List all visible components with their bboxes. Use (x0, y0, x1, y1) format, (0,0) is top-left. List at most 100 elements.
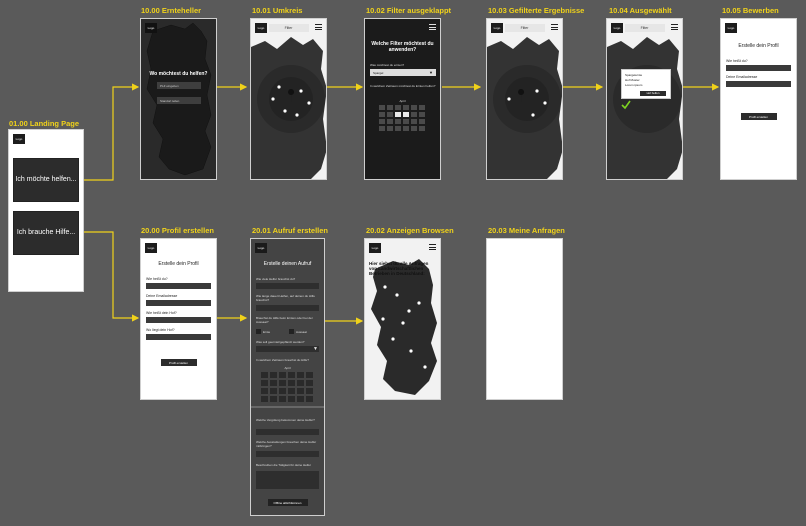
sowing-checkbox[interactable] (289, 329, 294, 334)
frame-title-gefiltert: 10.03 Gefilterte Ergebnisse (488, 6, 585, 15)
logo: Logo (491, 23, 503, 33)
payment-label: Welche Vergütung bekommen deine Helfer? (256, 418, 315, 422)
profile-heading: Erstelle dein Profil (158, 261, 199, 267)
payment-input[interactable] (256, 429, 319, 435)
filter-button[interactable]: Filter (504, 24, 545, 32)
share-location-button[interactable]: Standort teilen (157, 97, 201, 104)
crop-select[interactable] (256, 346, 319, 352)
popup-help-button[interactable]: Hof helfen (640, 91, 666, 96)
logo: Logo (13, 134, 25, 144)
dropdown-icon[interactable]: ▼ (313, 346, 318, 352)
menu-icon[interactable] (671, 24, 678, 30)
publish-call-button[interactable]: Offline ablichtkönnen (267, 499, 308, 506)
name-input[interactable] (146, 283, 211, 289)
frame-anzeigen: Logo Hier siehst du alle Anfragen von La… (364, 238, 441, 400)
frame-title-ausgewaehlt: 10.04 Ausgewählt (609, 6, 672, 15)
create-profile-button[interactable]: Profil erstellen (740, 113, 777, 120)
frame-landing-page: Logo Ich möchte helfen... Ich brauche Hi… (8, 129, 84, 292)
helpers-count-input[interactable] (256, 283, 319, 289)
frame-title-aufruf: 20.01 Aufruf erstellen (252, 226, 328, 235)
checkmark-icon (621, 100, 631, 110)
harvest-option-label: Ernte (263, 330, 271, 334)
harvest-label: Was möchtest du ernten? (370, 63, 405, 67)
map-filtered (487, 37, 562, 179)
farm-popup: Spargelernte Hof Muster Lorem ipsum Hof … (621, 69, 671, 99)
dropdown-icon[interactable]: ▼ (429, 70, 433, 75)
popup-line-2: Hof Muster (625, 78, 640, 82)
popup-line-3: Lorem ipsum (625, 83, 643, 87)
duration-label: Wie lange dauert Helfen, auf deinen du H… (256, 294, 315, 302)
menu-icon[interactable] (315, 24, 322, 30)
description-label: Beschreiben die Tätigkeit für deine Helf… (256, 463, 311, 467)
email-label: Deine Emailadresse (146, 294, 178, 298)
logo: Logo (145, 243, 157, 253)
map-selected (607, 37, 682, 179)
logo: Logo (369, 243, 381, 253)
period-label: In welchem Zeitraum brauchst du Hilfe? (256, 358, 309, 362)
zip-input[interactable]: PLZ eingeben (157, 82, 201, 89)
name-input[interactable] (726, 65, 791, 71)
farm-name-input[interactable] (146, 317, 211, 323)
frame-bewerben: Logo Erstelle dein Profil Wie heißt du? … (720, 18, 797, 180)
filter-button[interactable]: Filter (624, 24, 665, 32)
menu-icon[interactable] (429, 244, 436, 250)
name-label: Wie heißt du? (726, 59, 748, 63)
farm-name-label: Wie heißt dein Hof? (146, 311, 177, 315)
harvest-checkbox[interactable] (256, 329, 261, 334)
menu-icon[interactable] (429, 24, 436, 30)
logo: Logo (725, 23, 737, 33)
frame-title-filter: 10.02 Filter ausgeklappt (366, 6, 452, 15)
browse-heading: Hier siehst du alle Anfragen von Landwir… (369, 261, 429, 277)
helpers-count-label: Wie viele Helfer brauchst du? (256, 277, 296, 281)
period-label: In welchem Zeitraum möchtest du Ernten h… (370, 84, 436, 88)
arrow-landing-to-profil (84, 231, 140, 322)
logo: Logo (611, 23, 623, 33)
frame-title-umkreis: 10.01 Umkreis (252, 6, 303, 15)
farm-location-label: Wo liegt dein Hof? (146, 328, 175, 332)
logo: Logo (255, 23, 267, 33)
frame-title-bewerben: 10.05 Bewerben (722, 6, 779, 15)
filter-heading: Welche Filter möchtest du anwenden? (371, 41, 434, 54)
frame-title-landing: 01.00 Landing Page (9, 119, 80, 128)
popup-line-1: Spargelernte (625, 73, 643, 77)
germany-map (371, 259, 437, 395)
location-pin-icon (288, 89, 295, 103)
frame-title-erntehelfer: 10.00 Ernteheller (141, 6, 202, 15)
duration-input[interactable] (256, 305, 319, 311)
type-label: Brauchst du Hilfe beim Ernten oder bei d… (256, 316, 313, 324)
frame-umkreis: Logo Filter (250, 18, 327, 180)
frame-erntehelfer: Logo Wo möchtest du helfen? PLZ eingeben… (140, 18, 217, 180)
email-input[interactable] (146, 300, 211, 306)
harvest-select[interactable]: Spargel (370, 69, 436, 76)
frame-title-anzeigen: 20.02 Anzeigen Browsen (366, 226, 454, 235)
crop-label: Was soll geerntet/gepflanzt werden? (256, 340, 305, 344)
sowing-option-label: Aussaat (296, 330, 307, 334)
frame-filter: Welche Filter möchtest du anwenden? Was … (364, 18, 441, 180)
calendar-grid[interactable] (365, 19, 441, 180)
description-input[interactable] (256, 471, 319, 489)
calendar-month: April (284, 366, 291, 370)
frame-title-anfragen: 20.03 Meine Anfragen (488, 226, 565, 235)
menu-icon[interactable] (551, 24, 558, 30)
help-button[interactable]: Ich möchte helfen... (13, 158, 79, 202)
frame-profil: Logo Erstelle dein Profil Wie heißt du? … (140, 238, 217, 400)
equipment-input[interactable] (256, 451, 319, 457)
frame-title-profil: 20.00 Profil erstellen (141, 226, 214, 235)
calendar-month: April (399, 99, 406, 103)
filter-button[interactable]: Filter (268, 24, 309, 32)
arrow-landing-to-erntehelfer (84, 83, 140, 181)
frame-aufruf: Logo Erstelle deinen Aufruf Wie viele He… (250, 238, 325, 516)
frame-gefiltert: Logo Filter (486, 18, 563, 180)
calendar-grid[interactable] (251, 239, 325, 516)
call-heading: Erstelle deinen Aufruf (263, 261, 312, 267)
farm-location-input[interactable] (146, 334, 211, 340)
email-input[interactable] (726, 81, 791, 87)
location-question: Wo möchtest du helfen? (149, 71, 208, 77)
frame-anfragen (486, 238, 563, 400)
create-profile-button[interactable]: Profil erstellen (160, 359, 197, 366)
need-help-button[interactable]: Ich brauche Hilfe... (13, 211, 79, 255)
frame-ausgewaehlt: Logo Filter Spargelernte Hof Muster Lore… (606, 18, 683, 180)
location-pin-icon (518, 89, 525, 103)
